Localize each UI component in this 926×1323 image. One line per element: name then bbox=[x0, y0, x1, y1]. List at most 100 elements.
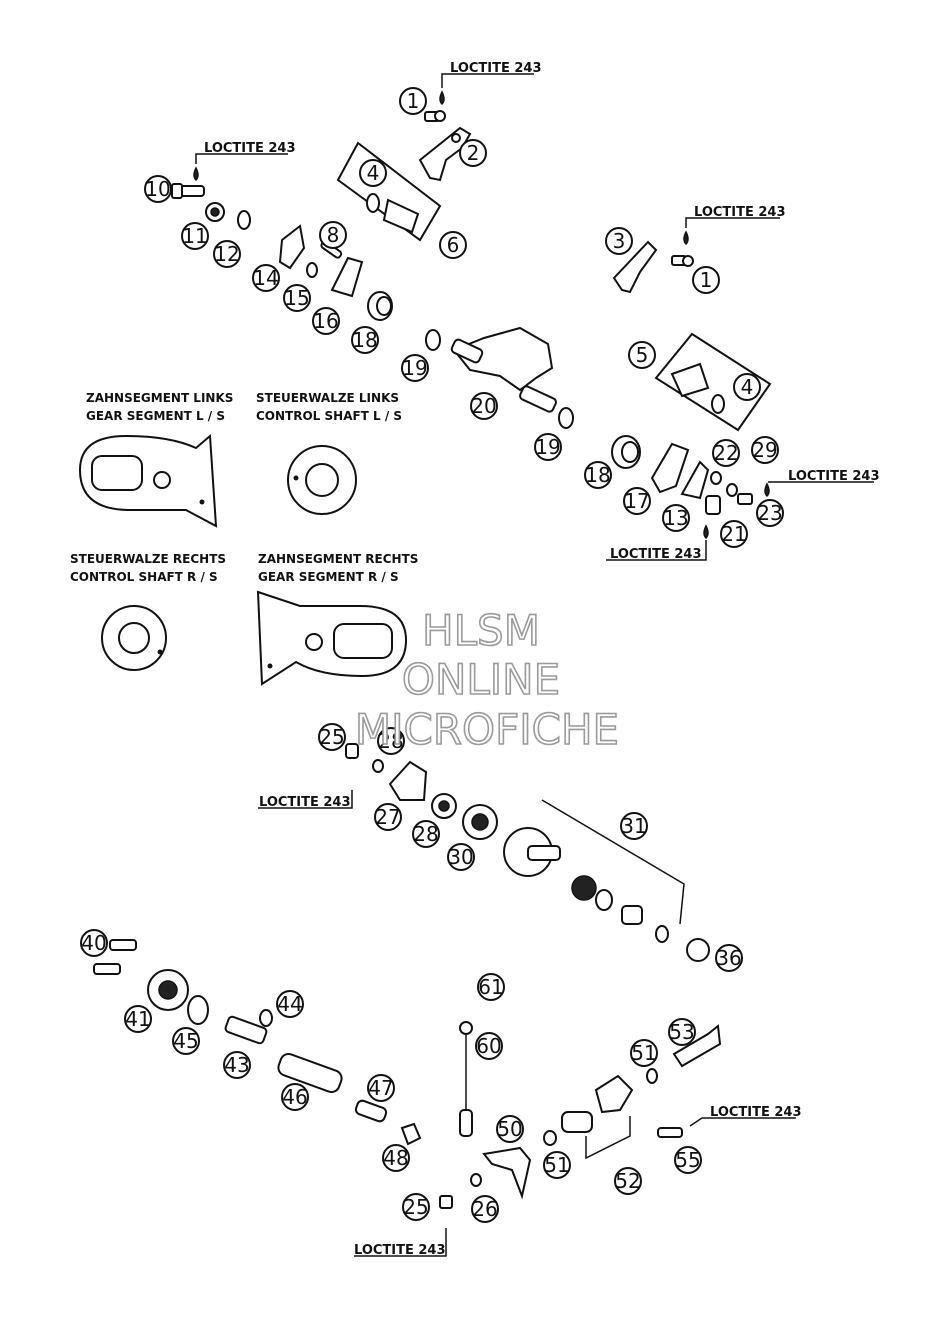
parts-bottom bbox=[93, 939, 722, 1209]
callout-27: 27 bbox=[374, 803, 402, 831]
svg-text:10: 10 bbox=[145, 177, 170, 201]
callout-52: 52 bbox=[614, 1167, 642, 1195]
loctite-labels: LOCTITE 243 LOCTITE 243 LOCTITE 243 LOCT… bbox=[204, 61, 880, 1258]
svg-text:31: 31 bbox=[621, 814, 646, 838]
svg-text:2: 2 bbox=[467, 141, 480, 165]
callout-19-right: 19 bbox=[534, 433, 562, 461]
callout-61: 61 bbox=[477, 973, 505, 1001]
callout-29: 29 bbox=[751, 436, 779, 464]
svg-text:25: 25 bbox=[403, 1195, 428, 1219]
callout-20: 20 bbox=[470, 392, 498, 420]
watermark-line-1: HLSM bbox=[422, 606, 540, 655]
callout-50: 50 bbox=[496, 1115, 524, 1143]
callout-1-right: 1 bbox=[692, 266, 720, 294]
loctite-label: LOCTITE 243 bbox=[204, 141, 296, 156]
callouts: 1 2 10 4 6 11 12 8 3 1 14 15 16 18 19 5 … bbox=[80, 87, 784, 1223]
svg-text:4: 4 bbox=[741, 375, 754, 399]
svg-text:11: 11 bbox=[182, 224, 207, 248]
legend-control-shaft-left-de: STEUERWALZE LINKS bbox=[256, 391, 399, 405]
svg-text:25: 25 bbox=[319, 725, 344, 749]
svg-text:30: 30 bbox=[448, 845, 473, 869]
legend-gear-segment-right-de: ZAHNSEGMENT RECHTS bbox=[258, 552, 418, 566]
callout-17: 17 bbox=[623, 487, 651, 515]
callout-1: 1 bbox=[399, 87, 427, 115]
callout-2: 2 bbox=[459, 139, 487, 167]
watermark-line-2: ONLINE bbox=[402, 655, 560, 704]
callout-40: 40 bbox=[80, 929, 108, 957]
svg-text:51: 51 bbox=[544, 1153, 569, 1177]
svg-text:60: 60 bbox=[476, 1034, 501, 1058]
callout-6: 6 bbox=[439, 231, 467, 259]
callout-14: 14 bbox=[252, 264, 280, 292]
svg-text:50: 50 bbox=[497, 1117, 522, 1141]
callout-26: 26 bbox=[471, 1195, 499, 1223]
callout-25-lower: 25 bbox=[402, 1193, 430, 1221]
legend-control-shaft-left bbox=[287, 445, 357, 515]
svg-text:14: 14 bbox=[253, 266, 278, 290]
svg-text:36: 36 bbox=[716, 946, 741, 970]
svg-text:41: 41 bbox=[125, 1007, 150, 1031]
loctite-label: LOCTITE 243 bbox=[694, 205, 786, 220]
legend-gear-segment-right bbox=[256, 590, 408, 686]
legend-gear-segment-left-en: GEAR SEGMENT L / S bbox=[86, 409, 225, 423]
svg-text:12: 12 bbox=[214, 242, 239, 266]
svg-text:20: 20 bbox=[471, 394, 496, 418]
callout-3: 3 bbox=[605, 227, 633, 255]
loctite-label: LOCTITE 243 bbox=[610, 547, 702, 562]
callout-18: 18 bbox=[351, 326, 379, 354]
callout-11: 11 bbox=[181, 222, 209, 250]
callout-53: 53 bbox=[668, 1018, 696, 1046]
callout-4: 4 bbox=[359, 159, 387, 187]
callout-55: 55 bbox=[674, 1146, 702, 1174]
svg-text:1: 1 bbox=[700, 268, 713, 292]
svg-text:53: 53 bbox=[669, 1020, 694, 1044]
svg-text:29: 29 bbox=[752, 438, 777, 462]
parts-top bbox=[171, 90, 772, 540]
callout-5: 5 bbox=[628, 341, 656, 369]
svg-text:52: 52 bbox=[615, 1169, 640, 1193]
parts-middle bbox=[345, 743, 710, 962]
callout-13: 13 bbox=[662, 504, 690, 532]
callout-45: 45 bbox=[172, 1027, 200, 1055]
legend-labels: ZAHNSEGMENT LINKS GEAR SEGMENT L / S STE… bbox=[70, 391, 418, 584]
callout-8: 8 bbox=[319, 221, 347, 249]
svg-text:51: 51 bbox=[631, 1041, 656, 1065]
legend-control-shaft-right bbox=[101, 605, 167, 671]
callout-44: 44 bbox=[276, 990, 304, 1018]
watermark: HLSM ONLINE MICROFICHE bbox=[354, 605, 620, 755]
callout-60: 60 bbox=[475, 1032, 503, 1060]
callout-22: 22 bbox=[712, 439, 740, 467]
svg-text:4: 4 bbox=[367, 161, 380, 185]
svg-text:61: 61 bbox=[478, 975, 503, 999]
svg-text:6: 6 bbox=[447, 233, 460, 257]
svg-text:19: 19 bbox=[402, 356, 427, 380]
callout-48: 48 bbox=[382, 1144, 410, 1172]
callout-21: 21 bbox=[720, 520, 748, 548]
callout-28: 28 bbox=[377, 727, 405, 755]
svg-text:23: 23 bbox=[757, 501, 782, 525]
svg-text:47: 47 bbox=[368, 1076, 393, 1100]
svg-text:5: 5 bbox=[636, 343, 649, 367]
svg-text:19: 19 bbox=[535, 435, 560, 459]
callout-28-lower: 28 bbox=[412, 820, 440, 848]
callout-51: 51 bbox=[630, 1039, 658, 1067]
callout-43: 43 bbox=[223, 1051, 251, 1079]
svg-text:46: 46 bbox=[282, 1085, 307, 1109]
loctite-label: LOCTITE 243 bbox=[788, 469, 880, 484]
loctite-label: LOCTITE 243 bbox=[450, 61, 542, 76]
callout-4-right: 4 bbox=[733, 373, 761, 401]
callout-46: 46 bbox=[281, 1083, 309, 1111]
leader-lines bbox=[195, 73, 874, 1257]
loctite-label: LOCTITE 243 bbox=[354, 1243, 446, 1258]
svg-text:17: 17 bbox=[624, 489, 649, 513]
loctite-label: LOCTITE 243 bbox=[259, 795, 351, 810]
svg-text:21: 21 bbox=[721, 522, 746, 546]
svg-text:8: 8 bbox=[327, 223, 340, 247]
callout-10: 10 bbox=[144, 175, 172, 203]
callout-47: 47 bbox=[367, 1074, 395, 1102]
callout-51-lower: 51 bbox=[543, 1151, 571, 1179]
callout-19: 19 bbox=[401, 354, 429, 382]
callout-12: 12 bbox=[213, 240, 241, 268]
legend-gear-segment-left-de: ZAHNSEGMENT LINKS bbox=[86, 391, 233, 405]
